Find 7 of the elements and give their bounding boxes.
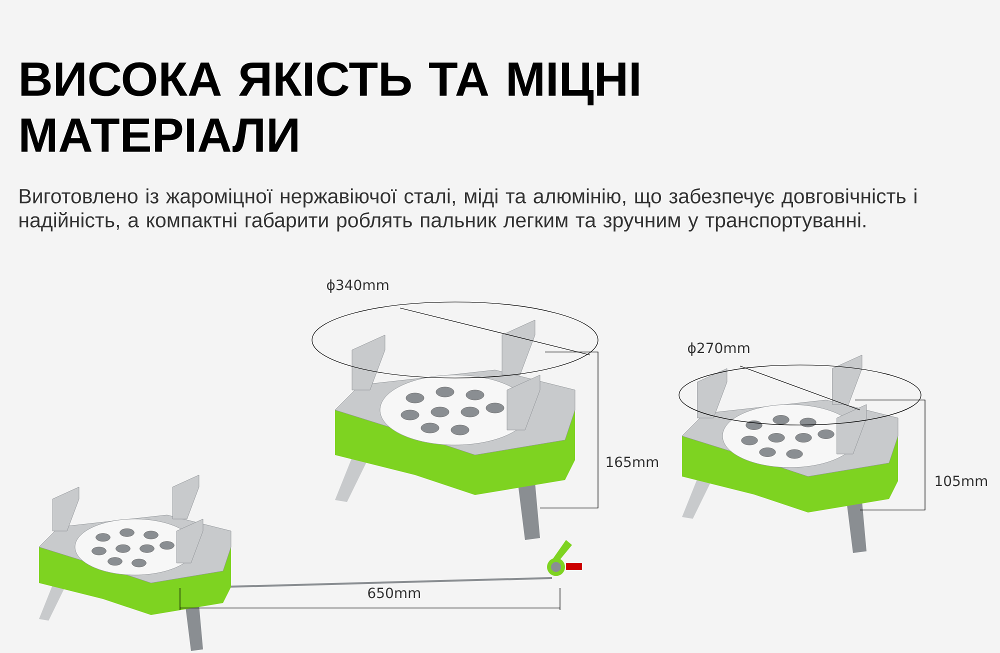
title: ВИСОКА ЯКІСТЬ ТА МІЦНІ МАТЕРІАЛИ [21,62,639,152]
dimension-label: 165mm [606,456,658,468]
dimension-label: ϕ340mm [326,279,388,293]
dimension-label: 650mm [368,588,420,598]
description-text: Виготовлено із жароміцної нержавіючої сталі, міді та алюмінію, що забезпечує довговічність і надійність, а компактні габарити роблять пальник легким та зручним у транспортуванні. [20,188,916,232]
dimension-label: 105mm [936,476,988,486]
dimension-label: ϕ270mm [688,342,750,356]
